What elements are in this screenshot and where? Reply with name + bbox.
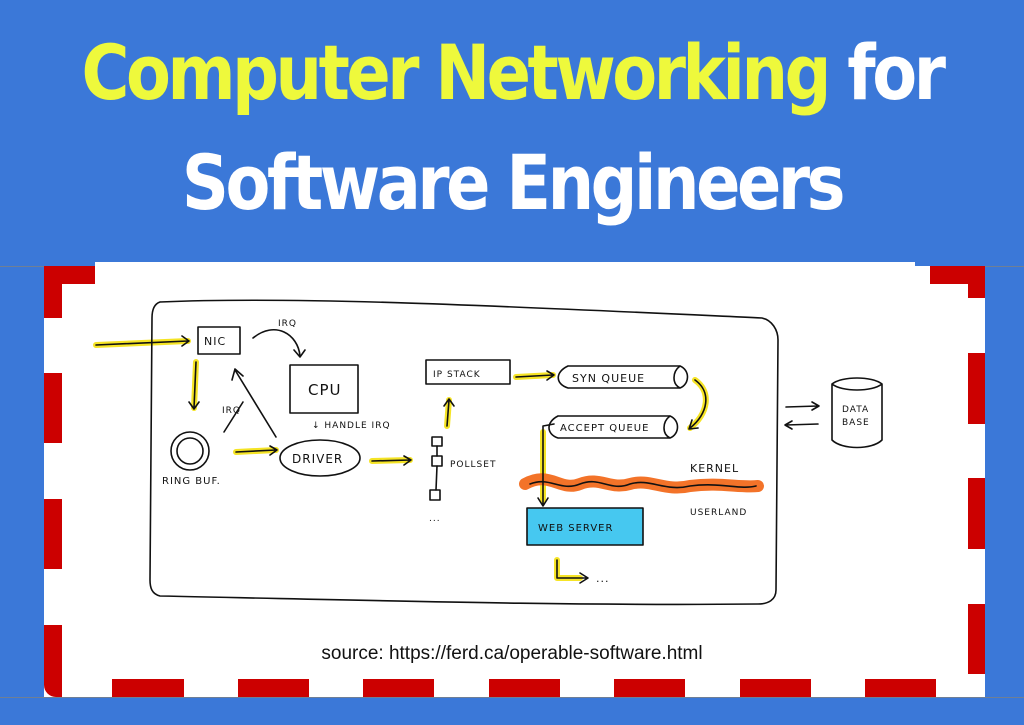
web-server-label: WEB SERVER [538,523,613,534]
database-label-line1: DATA [842,405,869,415]
ring-buffer [170,431,210,471]
driver-node [279,439,361,477]
web-server-box [526,507,644,546]
kernel-label: KERNEL [690,462,739,475]
panel-top-edge [95,262,915,268]
nic-box [197,326,241,355]
pollset-label: POLLSET [450,460,496,470]
title-line-1: Computer Networking for [72,28,953,117]
irq-label: IRQ [278,319,297,329]
cpu-box [289,364,359,414]
driver-label: DRIVER [292,452,343,466]
ip-stack-label: IP STACK [433,370,481,380]
irq-crossed-label: IRQ [222,406,241,416]
image-panel [44,266,985,697]
title-line-2: Software Engineers [181,138,846,227]
system-boundary [149,299,779,606]
accept-queue-label: ACCEPT QUEUE [560,423,649,434]
title-rest: for [827,28,946,117]
ring-buffer-label: RING BUF. [162,476,221,487]
database-node [831,377,883,449]
syn-queue-label: SYN QUEUE [572,372,645,385]
kernel-boundary-line [529,480,757,489]
cpu-label: CPU [308,381,342,399]
handle-irq-label: ↓ HANDLE IRQ [312,421,391,431]
pollset-more: ... [429,514,441,524]
network-stack-diagram: NIC IRQ CPU ↓ HANDLE IRQ IRQ RING BUF. D… [93,299,883,606]
userland-label: USERLAND [690,508,747,518]
database-label-line2: BASE [842,418,870,428]
syn-queue [557,365,689,389]
title-highlight: Computer Networking [81,28,831,117]
nic-label: NIC [204,335,226,348]
accept-queue [548,415,679,439]
ip-stack-box [425,359,511,385]
web-server-more: ... [596,572,610,585]
divider-bottom [0,697,1024,698]
source-caption: source: https://ferd.ca/operable-softwar… [321,643,703,664]
